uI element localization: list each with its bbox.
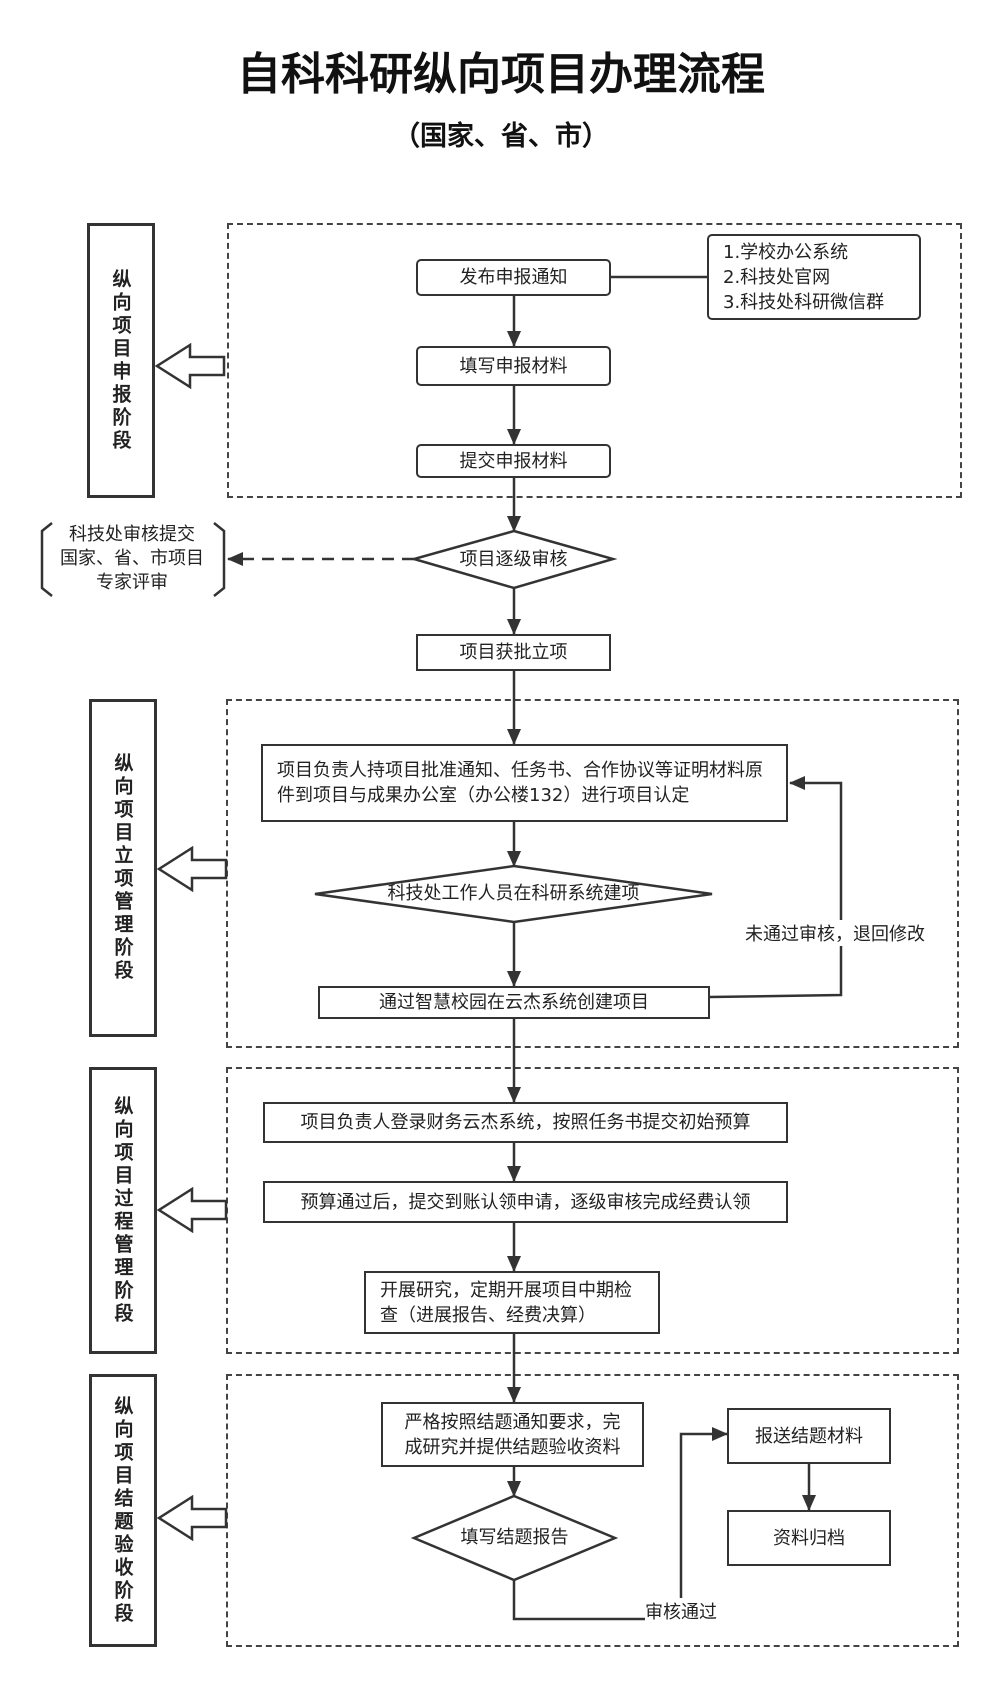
expert-review-note: 科技处审核提交 国家、省、市项目 专家评审 (46, 521, 218, 597)
node-send: 报送结题材料 (727, 1408, 891, 1464)
node-approved: 项目获批立项 (416, 634, 611, 671)
page-title: 自科科研纵向项目办理流程 (237, 49, 765, 100)
phase-3-arrow-icon (156, 1186, 228, 1234)
expert-line: 国家、省、市项目 (60, 548, 204, 569)
node-publish-notice: 发布申报通知 (416, 259, 611, 296)
channel-item: 2.科技处官网 (723, 266, 831, 288)
node-fill-materials: 填写申报材料 (416, 346, 611, 386)
node-research: 开展研究，定期开展项目中期检查（进展报告、经费决算） (364, 1271, 660, 1334)
node-prepare: 严格按照结题通知要求，完成研究并提供结题验收资料 (381, 1402, 644, 1467)
phase-label-application: 纵向项目申报阶段 (87, 223, 155, 498)
build-diamond (314, 864, 713, 924)
node-budget: 项目负责人登录财务云杰系统，按照任务书提交初始预算 (263, 1102, 788, 1143)
node-report: 填写结题报告 (460, 1527, 569, 1548)
expert-line: 专家评审 (96, 572, 168, 593)
phase-label-text: 纵向项目立项管理阶段 (111, 753, 134, 983)
expert-line: 科技处审核提交 (69, 524, 195, 545)
reject-label: 未通过审核，退回修改 (745, 920, 925, 946)
phase-label-establishment: 纵向项目立项管理阶段 (89, 699, 157, 1037)
channel-item: 1.学校办公系统 (723, 241, 849, 263)
phase-1-arrow-icon (154, 342, 226, 390)
node-archive: 资料归档 (727, 1510, 891, 1566)
node-submit-materials: 提交申报材料 (416, 444, 611, 478)
phase-label-text: 纵向项目申报阶段 (109, 268, 132, 453)
phase-4-arrow-icon (156, 1494, 228, 1542)
report-diamond (410, 1494, 619, 1582)
node-funds: 预算通过后，提交到账认领申请，逐级审核完成经费认领 (263, 1181, 788, 1223)
node-build: 科技处工作人员在科研系统建项 (387, 883, 640, 904)
expert-brace (40, 522, 226, 597)
phase-label-text: 纵向项目结题验收阶段 (111, 1395, 134, 1626)
page-subtitle: （国家、省、市） (393, 121, 609, 152)
channel-item: 3.科技处科研微信群 (723, 291, 885, 313)
phase-label-closing: 纵向项目结题验收阶段 (89, 1374, 157, 1647)
phase-2-arrow-icon (156, 845, 228, 893)
phase-1-container (227, 223, 962, 498)
node-create: 通过智慧校园在云杰系统创建项目 (318, 986, 710, 1019)
phase-label-text: 纵向项目过程管理阶段 (111, 1095, 134, 1326)
channels-note: 1.学校办公系统 2.科技处官网 3.科技处科研微信群 (707, 234, 921, 320)
node-review: 项目逐级审核 (459, 548, 568, 570)
phase-label-process: 纵向项目过程管理阶段 (89, 1067, 157, 1354)
pass-label: 审核通过 (645, 1598, 717, 1624)
node-certify: 项目负责人持项目批准通知、任务书、合作协议等证明材料原件到项目与成果办公室（办公… (261, 744, 788, 822)
review-diamond (409, 529, 618, 590)
